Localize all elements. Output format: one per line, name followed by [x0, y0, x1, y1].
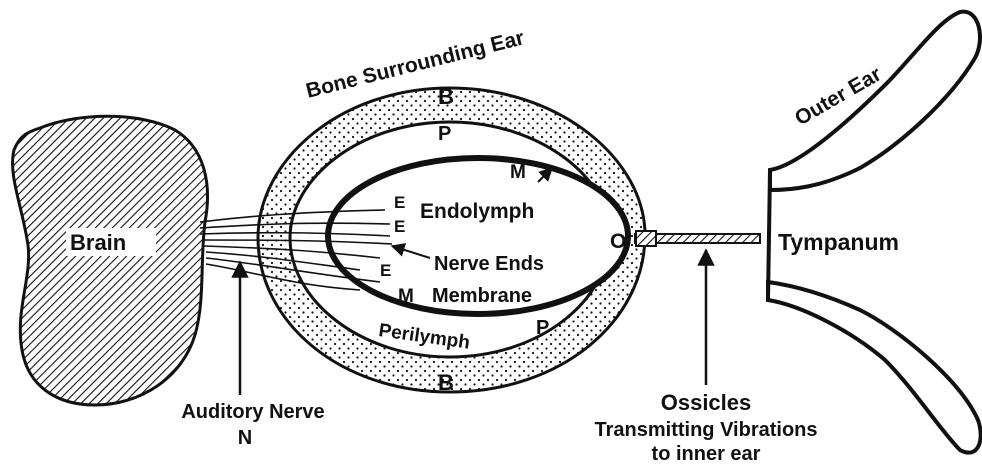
tympanum-label: Tympanum — [778, 229, 899, 255]
perilymph-top-letter: P — [438, 123, 451, 145]
endolymph-label: Endolymph — [420, 200, 534, 223]
brain-label: Brain — [70, 230, 126, 255]
nerve-end-3-letter: E — [380, 261, 391, 280]
oval-window — [636, 231, 656, 246]
bone-bottom-letter: B — [438, 370, 454, 395]
auditory-nerve-letter: N — [238, 427, 252, 449]
ossicles-label: Ossicles — [661, 390, 752, 415]
outer-ear-upper — [770, 12, 980, 190]
nerve-end-1-letter: E — [394, 193, 405, 212]
ossicles-line3: to inner ear — [652, 443, 761, 465]
nerve-end-2-letter: E — [394, 217, 405, 236]
membrane-bottom-letter: M — [398, 286, 414, 307]
auditory-nerve-label: Auditory Nerve — [181, 401, 324, 423]
nerve-ends-label: Nerve Ends — [434, 253, 544, 275]
membrane-top-letter: M — [510, 162, 526, 183]
brain-shape — [13, 116, 208, 405]
membrane-label: Membrane — [432, 285, 532, 307]
oval-window-letter: O — [610, 230, 626, 253]
ear-canal — [768, 170, 770, 300]
bone-top-letter: B — [438, 84, 454, 109]
ossicles-line2: Transmitting Vibrations — [595, 419, 818, 441]
perilymph-bottom-letter: P — [536, 317, 549, 339]
